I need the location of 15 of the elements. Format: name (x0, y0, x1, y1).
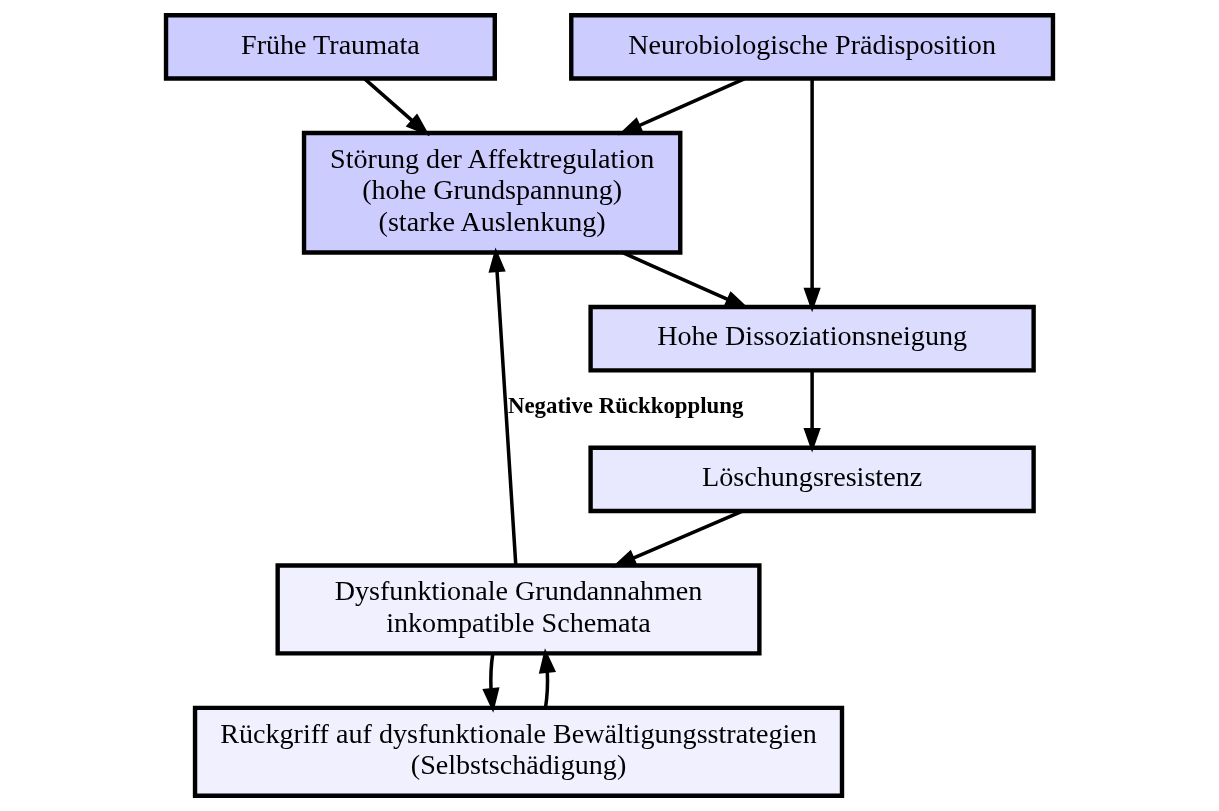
node-box: Hohe Dissoziationsneigung (588, 304, 1036, 373)
arrow (363, 77, 430, 137)
arrow (803, 78, 821, 313)
edge-label: Negative Rückkopplung (507, 393, 744, 419)
node-box: Neurobiologische Prädisposition (569, 13, 1056, 81)
arrow (803, 370, 821, 453)
node-box: Rückgriff auf dysfunktionale Bewältigungsstrategien (Selbstschädigung) (192, 705, 845, 798)
arrow (617, 77, 745, 136)
arrow (538, 648, 556, 708)
arrow (482, 653, 500, 713)
arrow (488, 247, 518, 566)
node-box: Löschungsresistenz (588, 445, 1036, 514)
node-box: Dysfunktionale Grundannahmen inkompatible Schemata (275, 563, 762, 656)
node-box: Störung der Affektregulation (hohe Grundspannung) (starke Auslenkung) (301, 130, 683, 255)
node-box: Frühe Traumata (163, 13, 497, 81)
